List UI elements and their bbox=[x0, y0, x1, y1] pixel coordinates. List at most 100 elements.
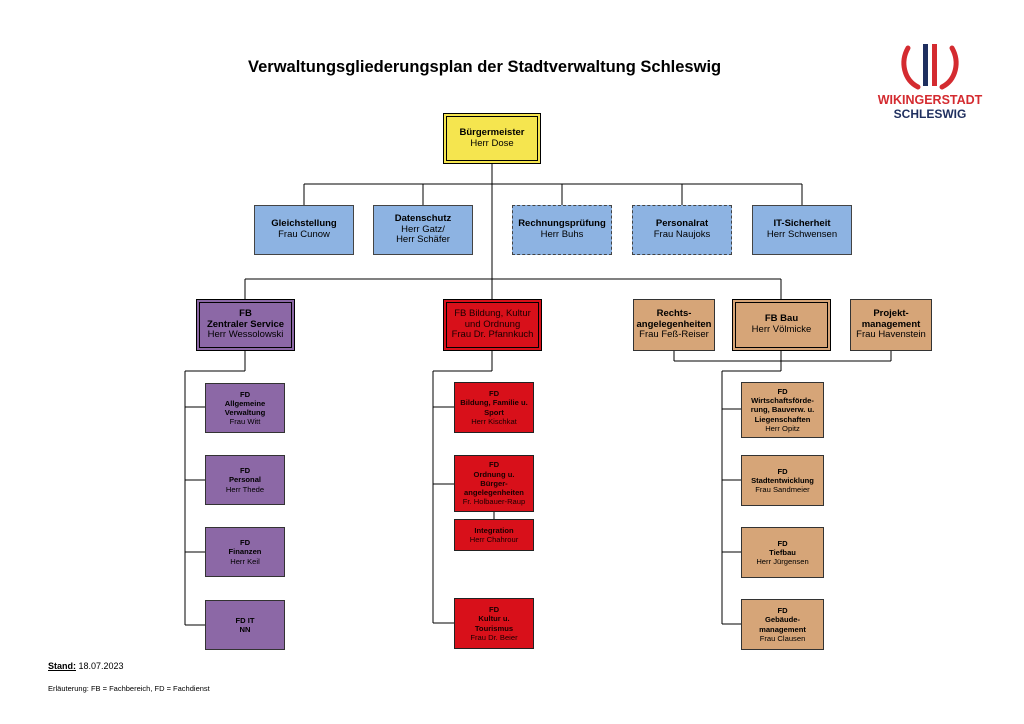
box-person: Herr Gatz/ bbox=[401, 223, 445, 235]
box-personalrat: Personalrat Frau Naujoks bbox=[632, 205, 732, 255]
box-person: Frau Havenstein bbox=[856, 329, 926, 341]
box-line: Ordnung u. bbox=[473, 469, 515, 479]
box-person: Fr. Holbauer-Raup bbox=[462, 497, 526, 507]
box-title: angelegenheiten bbox=[636, 318, 712, 330]
box-person: Herr Völmicke bbox=[751, 324, 812, 335]
box-integration: Integration Herr Chahrour bbox=[454, 519, 534, 551]
box-line: Stadtentwicklung bbox=[751, 475, 814, 485]
box-rechtsangelegenheiten: Rechts- angelegenheiten Frau Feß-Reiser bbox=[633, 299, 715, 351]
box-person: Frau Dr. Beier bbox=[470, 632, 518, 642]
box-line: FD bbox=[488, 389, 500, 398]
box-person: Frau Naujoks bbox=[653, 229, 711, 240]
legend-note: Erläuterung: FB = Fachbereich, FD = Fach… bbox=[48, 684, 210, 693]
box-title: Rechnungsprüfung bbox=[518, 218, 606, 230]
box-title: Gleichstellung bbox=[271, 218, 337, 230]
box-person: Herr Keil bbox=[230, 556, 260, 566]
box-person: Herr Buhs bbox=[540, 229, 584, 240]
box-fd-finanzen: FD Finanzen Herr Keil bbox=[205, 527, 285, 577]
box-it-sicherheit: IT-Sicherheit Herr Schwensen bbox=[752, 205, 852, 255]
box-line: Bürger- bbox=[480, 478, 508, 488]
box-person: Frau Witt bbox=[229, 417, 261, 427]
stand-value: 18.07.2023 bbox=[78, 661, 124, 671]
box-line: FD IT bbox=[235, 615, 255, 625]
box-person: NN bbox=[239, 625, 251, 634]
ship-emblem-icon bbox=[901, 44, 959, 90]
box-fd-allgemeine-verwaltung: FD Allgemeine Verwaltung Frau Witt bbox=[205, 383, 285, 433]
box-line: Integration bbox=[474, 525, 514, 535]
box-line: Finanzen bbox=[228, 547, 262, 557]
box-fd-personal: FD Personal Herr Thede bbox=[205, 455, 285, 505]
box-fd-gebaeudemanagement: FD Gebäude- management Frau Clausen bbox=[741, 599, 824, 650]
box-title: und Ordnung bbox=[464, 318, 521, 330]
box-line: FD bbox=[777, 606, 788, 615]
box-person: Herr Wessolowski bbox=[207, 329, 284, 341]
box-line: Verwaltung bbox=[224, 408, 266, 417]
box-fd-bildung-familie-sport: FD Bildung, Familie u. Sport Herr Kischk… bbox=[454, 382, 534, 433]
box-fb-bau: FB Bau Herr Völmicke bbox=[732, 299, 831, 351]
box-line: Personal bbox=[228, 475, 262, 485]
box-datenschutz: Datenschutz Herr Gatz/ Herr Schäfer bbox=[373, 205, 473, 255]
box-line: FD bbox=[239, 389, 251, 399]
box-fb-zentraler-service: FB Zentraler Service Herr Wessolowski bbox=[196, 299, 295, 351]
box-title: Bürgermeister bbox=[459, 126, 525, 138]
box-fb-bildung-kultur-ordnung: FB Bildung, Kultur und Ordnung Frau Dr. … bbox=[443, 299, 542, 351]
box-line: Tiefbau bbox=[769, 547, 796, 557]
box-person: Frau Sandmeier bbox=[755, 485, 810, 495]
box-person: Herr Kischkat bbox=[471, 416, 517, 426]
box-title: Personalrat bbox=[655, 218, 709, 230]
box-line: Kultur u. bbox=[478, 614, 510, 624]
box-line: angelegenheiten bbox=[464, 488, 524, 498]
box-person: Frau Clausen bbox=[759, 633, 806, 643]
box-title: Projekt- bbox=[873, 307, 909, 319]
box-line: FD bbox=[239, 538, 251, 548]
box-person: Frau Feß-Reiser bbox=[639, 329, 709, 341]
box-line: FD bbox=[777, 466, 788, 476]
page-title: Verwaltungsgliederungsplan der Stadtverw… bbox=[248, 58, 722, 76]
box-fd-it: FD IT NN bbox=[205, 600, 285, 650]
box-rechnungspruefung: Rechnungsprüfung Herr Buhs bbox=[512, 205, 612, 255]
box-fd-stadtentwicklung: FD Stadtentwicklung Frau Sandmeier bbox=[741, 455, 824, 506]
box-line: Allgemeine bbox=[224, 398, 266, 408]
box-gleichstellung: Gleichstellung Frau Cunow bbox=[254, 205, 354, 255]
box-title: IT-Sicherheit bbox=[773, 218, 831, 230]
stand-date: Stand: 18.07.2023 bbox=[48, 661, 124, 671]
box-line: rung, Bauverw. u. bbox=[750, 405, 815, 415]
box-buergermeister: Bürgermeister Herr Dose bbox=[443, 113, 541, 164]
box-line: Liegenschaften bbox=[754, 414, 811, 424]
box-title: management bbox=[861, 318, 921, 330]
box-fd-tiefbau: FD Tiefbau Herr Jürgensen bbox=[741, 527, 824, 578]
box-line: FD bbox=[488, 605, 500, 614]
box-title: FB Bildung, Kultur bbox=[454, 307, 531, 319]
box-line: FD bbox=[777, 386, 788, 396]
box-title: Zentraler Service bbox=[206, 318, 285, 330]
box-line: management bbox=[759, 624, 806, 634]
logo-line-1: WIKINGERSTADT bbox=[877, 93, 983, 107]
box-fd-kultur-tourismus: FD Kultur u. Tourismus Frau Dr. Beier bbox=[454, 598, 534, 649]
box-person: Frau Dr. Pfannkuch bbox=[451, 329, 534, 341]
box-line: Gebäude- bbox=[764, 615, 801, 625]
box-title: Rechts- bbox=[656, 307, 692, 319]
box-fd-wirtschaftsfoerderung: FD Wirtschaftsförde- rung, Bauverw. u. L… bbox=[741, 382, 824, 438]
box-title: FB Bau bbox=[764, 313, 799, 325]
box-person: Frau Cunow bbox=[278, 229, 330, 240]
box-person: Herr Chahrour bbox=[469, 535, 519, 544]
box-line: Sport bbox=[484, 407, 504, 417]
box-person: Herr Thede bbox=[225, 484, 265, 494]
box-line: FD bbox=[777, 538, 788, 548]
box-fd-ordnung-buergerangelegenheiten: FD Ordnung u. Bürger- angelegenheiten Fr… bbox=[454, 455, 534, 512]
city-logo: WIKINGERSTADT SCHLESWIG bbox=[870, 40, 990, 130]
stand-label: Stand: bbox=[48, 661, 76, 671]
box-title: FB bbox=[239, 307, 252, 319]
box-line: Bildung, Familie u. bbox=[460, 398, 528, 408]
box-line: FD bbox=[239, 466, 251, 476]
box-line: Tourismus bbox=[474, 623, 514, 633]
box-person: Herr Dose bbox=[470, 137, 514, 149]
box-line: Wirtschaftsförde- bbox=[751, 396, 814, 406]
box-person: Herr Jürgensen bbox=[756, 557, 809, 567]
box-projektmanagement: Projekt- management Frau Havenstein bbox=[850, 299, 932, 351]
box-person: Herr Schäfer bbox=[396, 234, 450, 246]
box-line: FD bbox=[488, 460, 500, 470]
box-person: Herr Opitz bbox=[765, 423, 800, 433]
logo-line-2: SCHLESWIG bbox=[893, 107, 967, 121]
